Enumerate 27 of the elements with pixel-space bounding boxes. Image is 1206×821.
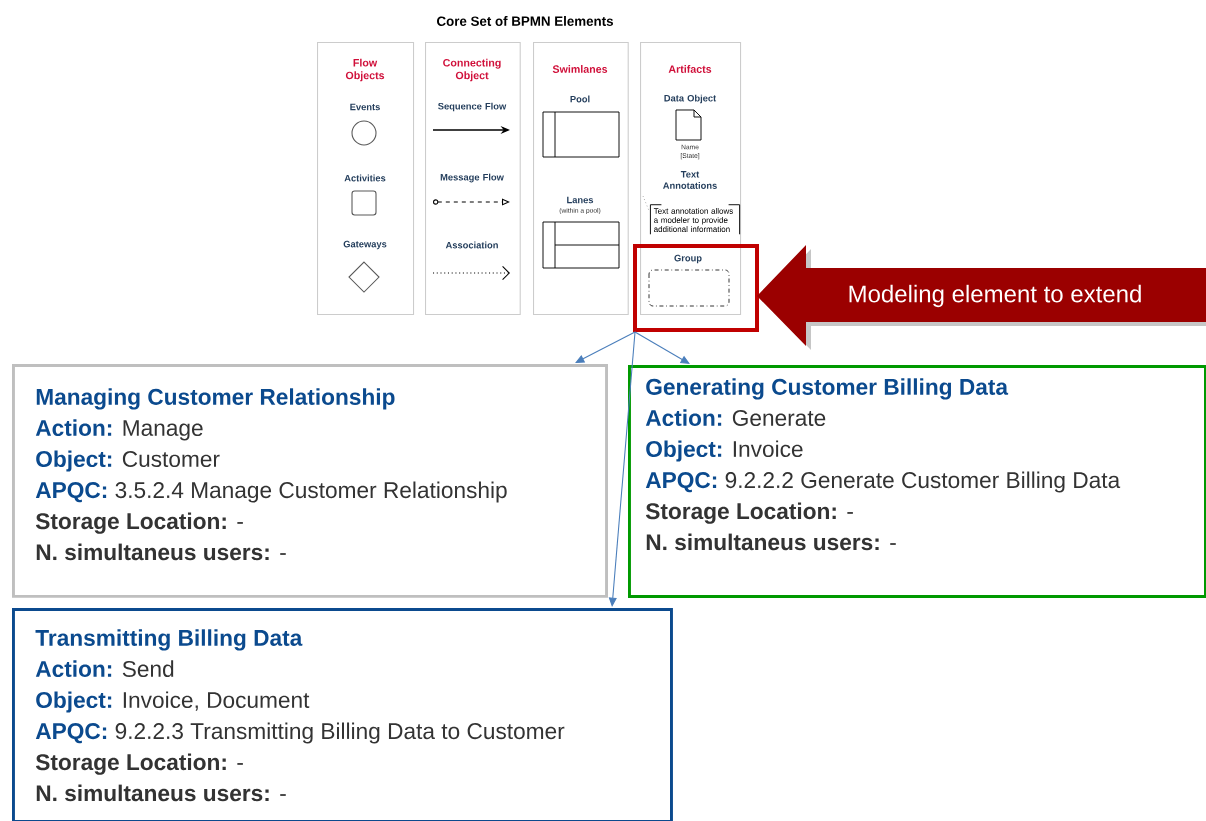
arrow <box>634 331 690 364</box>
column-heading: Artifacts <box>668 65 712 73</box>
arrow <box>575 331 636 363</box>
element-column <box>317 42 415 316</box>
element-label: Sequence Flow <box>438 102 507 112</box>
element-label: Pool <box>570 95 590 103</box>
column-heading: Flow Objects <box>345 58 385 82</box>
element-label: Text Annotations <box>663 171 717 189</box>
element-label: Association <box>445 241 498 249</box>
element-label: Gateways <box>343 240 387 250</box>
element-label: Message Flow <box>440 173 504 183</box>
element-label: Data Object <box>664 94 717 104</box>
element-label: Activities <box>344 174 386 182</box>
diagram-title: Core Set of BPMN Elements <box>437 16 613 26</box>
highlight-box: Group <box>633 244 759 332</box>
info-box: Transmitting Billing Data Action: Send Object: Invoice, Document APQC: 9.2.2.3 Transmitting Billing Data to Customer Storage Location: - N. simultaneus users: - <box>12 608 673 821</box>
info-box: Managing Customer Relationship Action: Manage Object: Customer APQC: 3.5.2.4 Manage Customer Relationship Storage Location: - N. simultaneus users: - <box>12 364 608 598</box>
arrow <box>608 331 636 607</box>
info-box: Generating Customer Billing Data Action: Generate Object: Invoice APQC: 9.2.2.2 Generate Customer Billing Data Storage Location: - N. simultaneus users: - <box>628 365 1206 598</box>
element-label: Lanes <box>567 196 594 204</box>
element-label: Events <box>350 103 380 111</box>
column-heading: Connecting Object <box>443 58 501 82</box>
text-annotation: Text annotation allows a modeler to provide additional information <box>649 204 741 235</box>
element-column <box>425 42 521 316</box>
column-heading: Swimlanes <box>552 65 608 73</box>
element-column <box>533 42 629 316</box>
element-column <box>640 42 742 316</box>
